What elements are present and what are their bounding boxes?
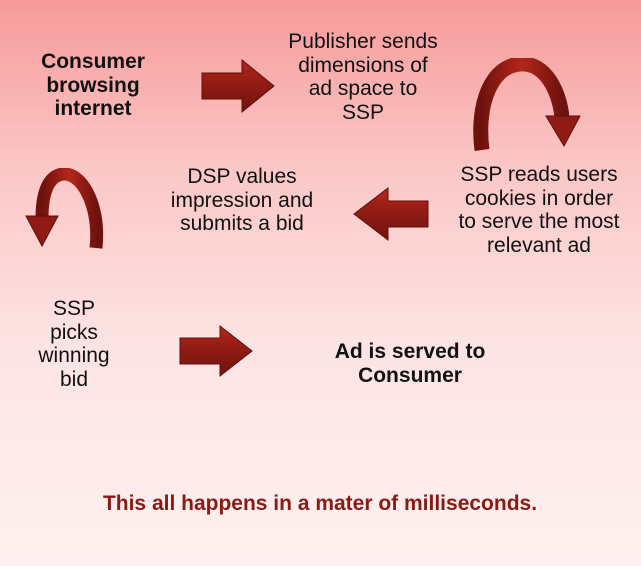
step-publisher-sends-dimensions: Publisher sends dimensions of ad space t… [288,30,438,124]
step-ad-served: Ad is served to Consumer [334,340,486,387]
right-arrow-icon [179,324,253,378]
left-arrow-icon [353,186,429,242]
curved-down-arrow-icon [25,168,104,249]
step-ssp-reads-cookies: SSP reads users cookies in order to serv… [458,163,620,257]
curved-down-arrow-icon [473,58,581,151]
step-dsp-submits-bid: DSP values impression and submits a bid [170,165,314,236]
footer-note: This all happens in a mater of milliseco… [102,492,538,515]
step-ssp-picks-winning-bid: SSP picks winning bid [38,297,110,391]
right-arrow-icon [201,58,275,114]
step-consumer-browsing: Consumer browsing internet [41,50,145,121]
